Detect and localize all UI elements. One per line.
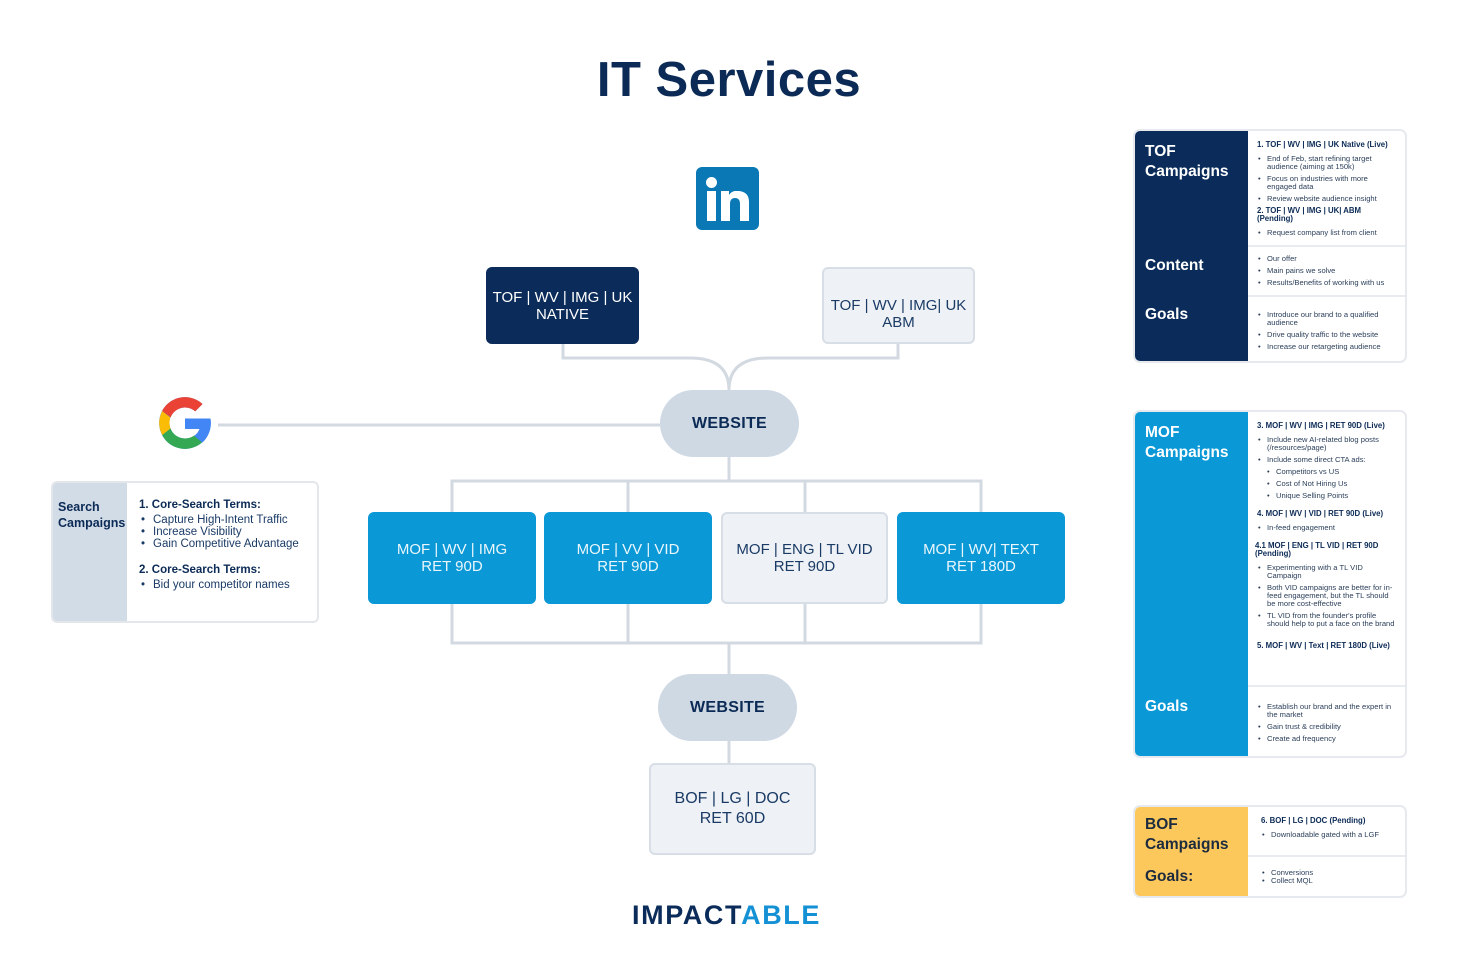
goal-item: Gain trust & credibility [1257, 723, 1397, 732]
node-label-line2: RET 60D [699, 810, 766, 827]
node-label-line1: TOF | WV | IMG | UK [492, 288, 633, 306]
search-item: Increase Visibility [139, 526, 317, 538]
search-label-line2: Campaigns [58, 516, 126, 530]
node-bof-lg-doc[interactable]: BOF | LG | DOC RET 60D [649, 763, 816, 855]
node-label-line2: NATIVE [535, 305, 590, 323]
campaign-heading: 6. BOF | LG | DOC (Pending) [1261, 816, 1366, 825]
campaign-item: TL VID from the founder's profile should… [1257, 612, 1397, 628]
campaign-subitem: Cost of Not Hiring Us [1257, 480, 1397, 489]
campaign-heading: 1. TOF | WV | IMG | UK Native (Live) [1257, 140, 1388, 149]
campaign-heading: 5. MOF | WV | Text | RET 180D (Live) [1257, 641, 1390, 650]
node-label-line1: BOF | LG | DOC [674, 790, 791, 807]
search-group-heading: 1. Core-Search Terms: [139, 499, 261, 511]
campaign-item: Include some direct CTA ads: [1257, 456, 1397, 465]
search-group-heading: 2. Core-Search Terms: [139, 564, 261, 576]
search-label-line1: Search [58, 500, 100, 514]
connector-tof-native [561, 343, 731, 391]
campaign-item: Downloadable gated with a LGF [1261, 831, 1397, 840]
campaign-item: In-feed engagement [1257, 524, 1397, 533]
mof-goals-section: Establish our brand and the expert in th… [1248, 685, 1405, 756]
goal-item: Conversions [1261, 869, 1397, 878]
node-label-line1: MOF | WV | IMG [396, 541, 508, 558]
mof-goals-label: Goals [1145, 698, 1189, 715]
impactable-logo: IMPACTABLE [632, 900, 828, 936]
tof-goals-label: Goals [1145, 306, 1189, 323]
website-node-bottom[interactable]: WEBSITE [658, 674, 797, 741]
campaign-item: End of Feb, start refining target audien… [1257, 155, 1397, 171]
goal-item: Drive quality traffic to the website [1257, 331, 1397, 340]
node-label-line1: MOF | VV | VID [576, 541, 680, 558]
search-campaigns-card: Search Campaigns 1. Core-Search Terms: C… [51, 481, 319, 623]
campaign-subitem: Competitors vs US [1257, 468, 1397, 477]
campaign-item: Include new AI-related blog posts (/reso… [1257, 436, 1397, 452]
tof-campaigns-section: 1. TOF | WV | IMG | UK Native (Live) End… [1248, 141, 1405, 245]
campaign-item: Both VID campaigns are better for in-fee… [1257, 584, 1397, 608]
tof-goals-section: Introduce our brand to a qualified audie… [1248, 295, 1405, 361]
search-item: Capture High-Intent Traffic [139, 514, 317, 526]
goal-item: Increase our retargeting audience [1257, 343, 1397, 352]
campaign-item: Review website audience insight [1257, 195, 1397, 204]
logo-part-1: IMPACT [632, 900, 742, 930]
content-item: Our offer [1257, 255, 1397, 264]
search-item: Gain Competitive Advantage [139, 538, 317, 550]
connector-tof-abm [727, 343, 900, 391]
campaign-heading: 3. MOF | WV | IMG | RET 90D (Live) [1257, 421, 1385, 430]
node-label-line2: RET 90D [597, 558, 659, 575]
node-label-line1: MOF | ENG | TL VID [736, 541, 873, 558]
node-label-line2: RET 90D [773, 558, 836, 575]
goal-item: Collect MQL [1261, 877, 1397, 886]
search-item: Bid your competitor names [139, 579, 317, 591]
bof-goals-label: Goals: [1145, 868, 1194, 885]
campaign-subitem: Unique Selling Points [1257, 492, 1397, 501]
linkedin-logo-icon [696, 167, 759, 230]
campaign-item: Request company list from client [1257, 229, 1397, 238]
campaign-heading: 4.1 MOF | ENG | TL VID | RET 90D (Pendin… [1255, 541, 1379, 558]
content-item: Results/Benefits of working with us [1257, 279, 1397, 288]
content-item: Main pains we solve [1257, 267, 1397, 276]
bof-goals-section: Conversions Collect MQL [1248, 855, 1405, 896]
campaign-heading: 2. TOF | WV | IMG | UK| ABM (Pending) [1257, 206, 1362, 223]
tof-content-label: Content [1145, 257, 1204, 274]
search-card-label: Search Campaigns [53, 483, 127, 621]
goal-item: Create ad frequency [1257, 735, 1397, 744]
node-label-line1: MOF | WV| TEXT [923, 541, 1039, 558]
campaign-heading: 4. MOF | WV | VID | RET 90D (Live) [1257, 509, 1384, 518]
node-label-line2: RET 180D [946, 558, 1016, 575]
page-title: IT Services [596, 53, 862, 107]
node-label-line2: RET 90D [421, 558, 483, 575]
goal-item: Establish our brand and the expert in th… [1257, 703, 1397, 719]
node-label-line2: ABM [882, 313, 915, 331]
tof-content-section: Our offer Main pains we solve Results/Be… [1248, 245, 1405, 295]
website-node-top[interactable]: WEBSITE [660, 390, 799, 457]
goal-item: Introduce our brand to a qualified audie… [1257, 311, 1397, 327]
bof-campaigns-section: 6. BOF | LG | DOC (Pending) Downloadable… [1248, 817, 1405, 857]
connector-mof-top [450, 479, 983, 512]
connector-mof-bottom [450, 604, 983, 674]
node-label-line1: TOF | WV | IMG| UK [830, 296, 967, 314]
campaign-item: Experimenting with a TL VID Campaign [1257, 564, 1397, 580]
google-logo-icon [159, 397, 211, 449]
campaign-item: Focus on industries with more engaged da… [1257, 175, 1397, 191]
logo-part-2: ABLE [741, 900, 821, 930]
mof-campaigns-section: 3. MOF | WV | IMG | RET 90D (Live) Inclu… [1248, 422, 1405, 685]
